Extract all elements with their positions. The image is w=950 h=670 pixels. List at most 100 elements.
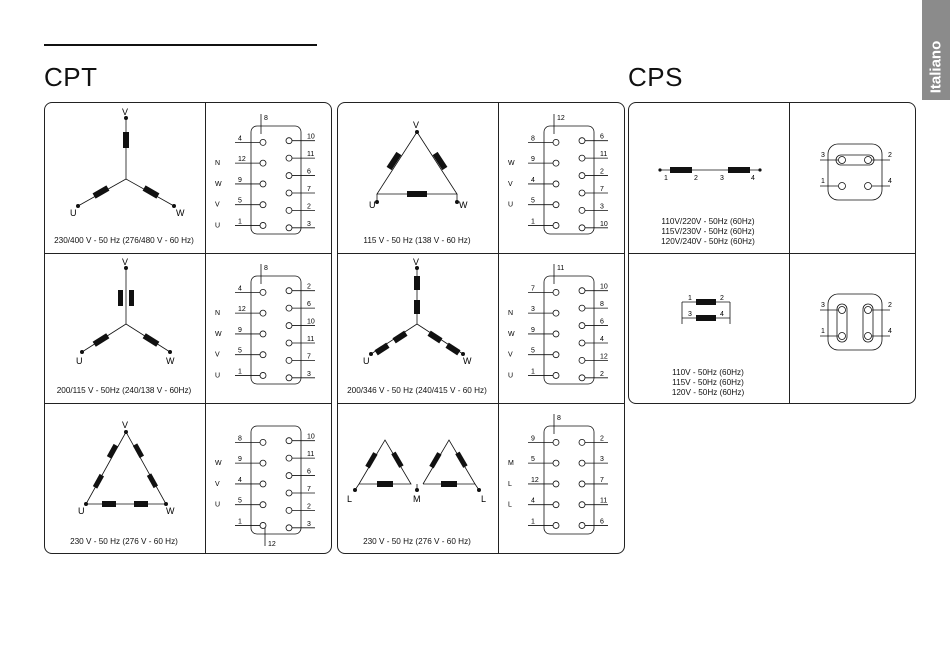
terminal-number: 11 (307, 451, 314, 458)
terminal-board (827, 143, 883, 201)
coil-right-2 (146, 473, 159, 489)
terminal-post (259, 372, 267, 379)
terminal-post (259, 438, 267, 446)
coil-b (391, 451, 404, 468)
terminal-post (285, 374, 293, 382)
terminal-number: 5 (238, 198, 242, 205)
label-w: W (459, 200, 468, 210)
phase-label: L (508, 481, 512, 488)
terminal-post (259, 330, 267, 338)
terminal-dot (758, 168, 762, 172)
delta-series-winding-diagram: V U W (78, 420, 175, 516)
terminal-number: 4 (888, 178, 892, 185)
coil-left (386, 151, 402, 171)
panel-divider (338, 403, 624, 404)
coil-w-2 (445, 342, 461, 356)
phase-label: U (215, 372, 220, 379)
terminal-number: 9 (238, 456, 242, 463)
coil-d (455, 451, 468, 468)
terminal-dot (124, 116, 128, 120)
phase-label: W (508, 160, 515, 167)
terminal-post (578, 501, 586, 509)
panel-divider (45, 253, 331, 254)
label-u: U (78, 506, 85, 516)
terminal-post (864, 156, 872, 164)
cps-panel (628, 102, 916, 404)
terminal-board (250, 125, 302, 235)
label-v: V (122, 257, 128, 267)
cpt-panel-left (44, 102, 332, 554)
terminal-number: 6 (307, 301, 311, 308)
terminal-post (259, 351, 267, 359)
terminal-number: 4 (238, 285, 242, 292)
terminal-board (543, 125, 595, 235)
coil-c (429, 452, 442, 469)
terminal-post (285, 287, 293, 295)
terminal-number: 2 (888, 152, 892, 159)
terminal-post (552, 201, 560, 209)
star-series-winding-diagram: V U W (363, 257, 472, 366)
terminal-board (543, 425, 595, 535)
terminal-post (259, 138, 267, 146)
terminal-post (578, 480, 586, 488)
terminal-post (578, 287, 586, 295)
terminal-number: 5 (238, 498, 242, 505)
terminal-number: 7 (531, 285, 535, 292)
coil-right (432, 151, 448, 171)
terminal-post (285, 206, 293, 214)
terminal-number: 1 (531, 518, 535, 525)
terminal-number: 5 (531, 198, 535, 205)
terminal-post (285, 454, 293, 462)
terminal-post (285, 506, 293, 514)
phase-label: V (215, 202, 220, 209)
terminal-post (864, 306, 872, 314)
terminal-post (578, 438, 586, 446)
terminal-post (285, 356, 293, 364)
terminal-number: 2 (720, 295, 724, 302)
terminal-number: 3 (307, 521, 311, 528)
terminal-dot (168, 350, 172, 354)
terminal-number: 10 (307, 134, 315, 141)
terminal-post (578, 322, 586, 329)
terminal-number: 4 (888, 328, 892, 335)
terminal-post (552, 438, 560, 446)
language-tab[interactable] (922, 0, 950, 100)
label-m: M (413, 494, 421, 504)
star-winding-diagram: V U W (70, 107, 185, 218)
coil-a (365, 452, 378, 469)
coil-bottom-2 (134, 501, 148, 507)
terminal-dot (455, 200, 459, 204)
terminal-number: 11 (600, 151, 607, 158)
phase-label: U (508, 202, 513, 209)
terminal-number: 10 (307, 319, 315, 326)
terminal-post (259, 159, 267, 167)
terminal-number: 8 (264, 115, 268, 122)
terminal-number: 7 (307, 353, 311, 360)
terminal-number: 12 (238, 156, 246, 163)
phase-label: L (508, 502, 512, 509)
phase-label: W (508, 331, 515, 338)
terminal-post (285, 224, 293, 232)
terminal-number: 4 (600, 336, 604, 343)
coil-w (142, 333, 160, 347)
coil-left-2 (92, 473, 105, 489)
terminal-number: 2 (600, 435, 604, 442)
jumper-link (862, 303, 874, 343)
terminal-dot (477, 488, 481, 492)
terminal-dot (461, 352, 465, 356)
terminal-number: 10 (307, 434, 315, 441)
terminal-number: 7 (600, 186, 604, 193)
terminal-dot (375, 200, 379, 204)
terminal-post (259, 180, 267, 188)
phase-label: N (215, 160, 220, 167)
terminal-post (864, 332, 872, 340)
terminal-post (552, 330, 560, 338)
terminal-number: 3 (307, 371, 311, 378)
coil-v-2 (414, 300, 420, 314)
caption-cps-2-line: 110V - 50Hz (60Hz) (672, 368, 744, 377)
phase-label: U (215, 222, 220, 229)
terminal-number: 5 (238, 348, 242, 355)
